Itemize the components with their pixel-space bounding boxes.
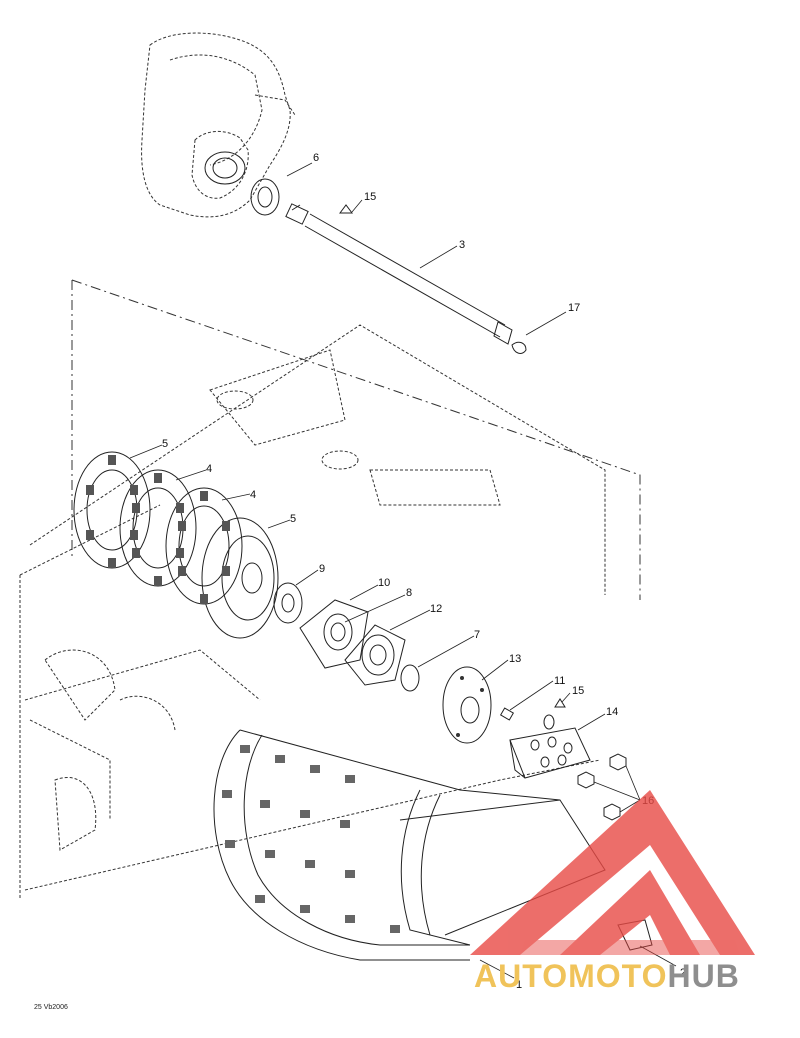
sprocket-set: [73, 451, 279, 639]
watermark-triangle-inner: [560, 870, 700, 955]
drive-axle-3: [285, 203, 513, 345]
watermark-word-hub: HUB: [667, 958, 740, 994]
track-1: [213, 729, 606, 961]
callout-2: 2: [680, 967, 686, 979]
bearing-housing: [299, 599, 406, 686]
callout-13: 13: [509, 653, 521, 665]
callout-6: 6: [313, 152, 319, 164]
bracket-14: [509, 727, 591, 779]
callout-7: 7: [474, 629, 480, 641]
watermark-logo-triangle: [470, 790, 755, 955]
o-ring-7: [400, 664, 420, 692]
leader-lines: [129, 162, 677, 979]
washer-small: [543, 714, 555, 730]
grease-fitting-15-top: [339, 204, 353, 214]
grease-fitting-15: [554, 698, 566, 708]
callout-1: 1: [516, 979, 522, 991]
gearbox-housing: [141, 32, 296, 218]
callout-9: 9: [319, 563, 325, 575]
diagram-reference-code: 25 Vb2006: [34, 1004, 68, 1011]
callout-12: 12: [430, 603, 442, 615]
watermark-triangle-outer: [470, 790, 755, 955]
bolt-11: [499, 707, 515, 721]
washer-9: [273, 582, 303, 624]
callout-10: 10: [378, 577, 390, 589]
clip-17: [511, 341, 527, 354]
callout-11: 11: [554, 675, 565, 687]
callout-15-bottom: 15: [572, 685, 584, 697]
watermark-word-automoto: AUTOMOTO: [474, 958, 668, 994]
assembly-axis: [71, 279, 641, 600]
callout-4-first: 4: [206, 463, 212, 475]
callout-3: 3: [459, 239, 465, 251]
callout-14: 14: [606, 706, 618, 718]
nuts-16: [577, 753, 627, 821]
callout-17: 17: [568, 302, 580, 314]
callout-5-second: 5: [290, 513, 296, 525]
watermark-text: AUTOMOTOHUB: [474, 958, 740, 995]
callout-8: 8: [406, 587, 412, 599]
seal-6: [250, 178, 280, 216]
callout-4-second: 4: [250, 489, 256, 501]
watermark-triangle-base: [520, 940, 740, 955]
callout-5-first: 5: [162, 438, 168, 450]
callout-15-top: 15: [364, 191, 376, 203]
flange-plate-13: [442, 666, 492, 744]
tunnel-frame: [19, 324, 606, 900]
